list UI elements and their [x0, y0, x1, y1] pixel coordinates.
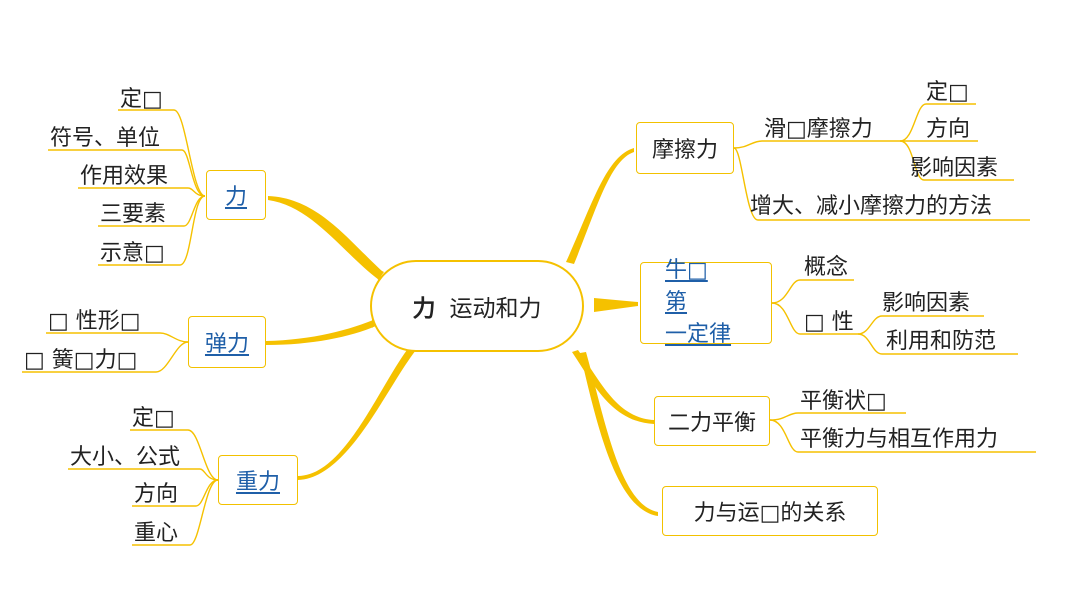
line-elastic-2	[22, 341, 189, 373]
inertia-item-use-prevent[interactable]: 利用和防范	[886, 329, 997, 354]
line-balance-2	[769, 419, 1036, 453]
topic-force-motion-relation[interactable]: 力与运□的关系	[662, 486, 878, 536]
balance-item-state[interactable]: 平衡状□	[800, 389, 887, 414]
gravity-item-definition[interactable]: 定□	[132, 406, 175, 431]
line-gravity-4	[132, 479, 219, 546]
line-gravity-1	[130, 429, 219, 481]
balance-item-vs-interaction[interactable]: 平衡力与相互作用力	[800, 427, 999, 452]
sliding-item-factors[interactable]: 影响因素	[910, 156, 999, 181]
line-force-1	[118, 109, 206, 197]
branch-to-elastic	[266, 318, 378, 345]
force-item-diagram[interactable]: 示意□	[100, 241, 165, 266]
topic-elastic-force[interactable]: 弹力	[188, 316, 266, 368]
line-newton-1	[771, 279, 854, 304]
newton-line-3: 一定律	[665, 322, 732, 347]
newton-concept[interactable]: 概念	[804, 255, 849, 280]
line-balance-1	[769, 412, 906, 421]
elastic-item-spring-scale[interactable]: □ 簧□力□	[24, 348, 138, 373]
line-inertia-2	[857, 333, 1018, 355]
line-gravity-2	[68, 468, 219, 481]
line-force-3	[78, 187, 206, 197]
branch-to-gravity	[298, 346, 416, 480]
friction-methods[interactable]: 增大、减小摩擦力的方法	[750, 194, 993, 219]
elastic-item-deformation[interactable]: □ 性形□	[48, 309, 141, 334]
gravity-item-center[interactable]: 重心	[134, 521, 179, 546]
line-newton-2	[771, 302, 858, 335]
newton-line-2: 第	[665, 290, 688, 315]
force-item-symbol-unit[interactable]: 符号、单位	[50, 126, 161, 151]
line-friction-1	[733, 140, 900, 149]
line-sliding-1	[899, 103, 976, 142]
newton-line-1: 牛□	[665, 258, 708, 283]
force-item-three-elements[interactable]: 三要素	[100, 202, 167, 227]
branch-to-force	[268, 196, 383, 280]
topic-two-force-balance[interactable]: 二力平衡	[654, 396, 770, 446]
line-sliding-3	[899, 140, 1014, 181]
branch-to-friction	[566, 148, 634, 264]
line-force-5	[98, 195, 206, 266]
branch-to-balance	[572, 350, 654, 424]
force-item-effect[interactable]: 作用效果	[80, 164, 169, 189]
sliding-item-direction[interactable]: 方向	[926, 117, 971, 142]
branch-to-motion	[580, 352, 658, 516]
gravity-item-direction[interactable]: 方向	[134, 482, 179, 507]
central-topic-bold: 力	[412, 296, 436, 322]
topic-friction[interactable]: 摩擦力	[636, 122, 734, 174]
line-force-2	[48, 149, 206, 197]
line-friction-2	[733, 147, 1030, 221]
gravity-item-magnitude-formula[interactable]: 大小、公式	[70, 445, 181, 470]
inertia-item-factors[interactable]: 影响因素	[882, 291, 971, 316]
line-elastic-1	[46, 332, 189, 343]
friction-sliding[interactable]: 滑□摩擦力	[764, 117, 873, 142]
topic-newton-first-law[interactable]: 牛□ 第 一定律	[640, 258, 772, 347]
branch-to-newton	[594, 298, 638, 312]
line-inertia-1	[857, 315, 984, 335]
topic-force[interactable]: 力	[206, 170, 266, 220]
central-topic[interactable]: 力 运动和力	[370, 260, 584, 352]
central-topic-title: 运动和力	[449, 296, 542, 322]
sliding-item-definition[interactable]: 定□	[926, 80, 969, 105]
topic-gravity[interactable]: 重力	[218, 455, 298, 505]
force-item-definition[interactable]: 定□	[120, 87, 163, 112]
newton-inertia[interactable]: □ 性	[804, 310, 854, 335]
